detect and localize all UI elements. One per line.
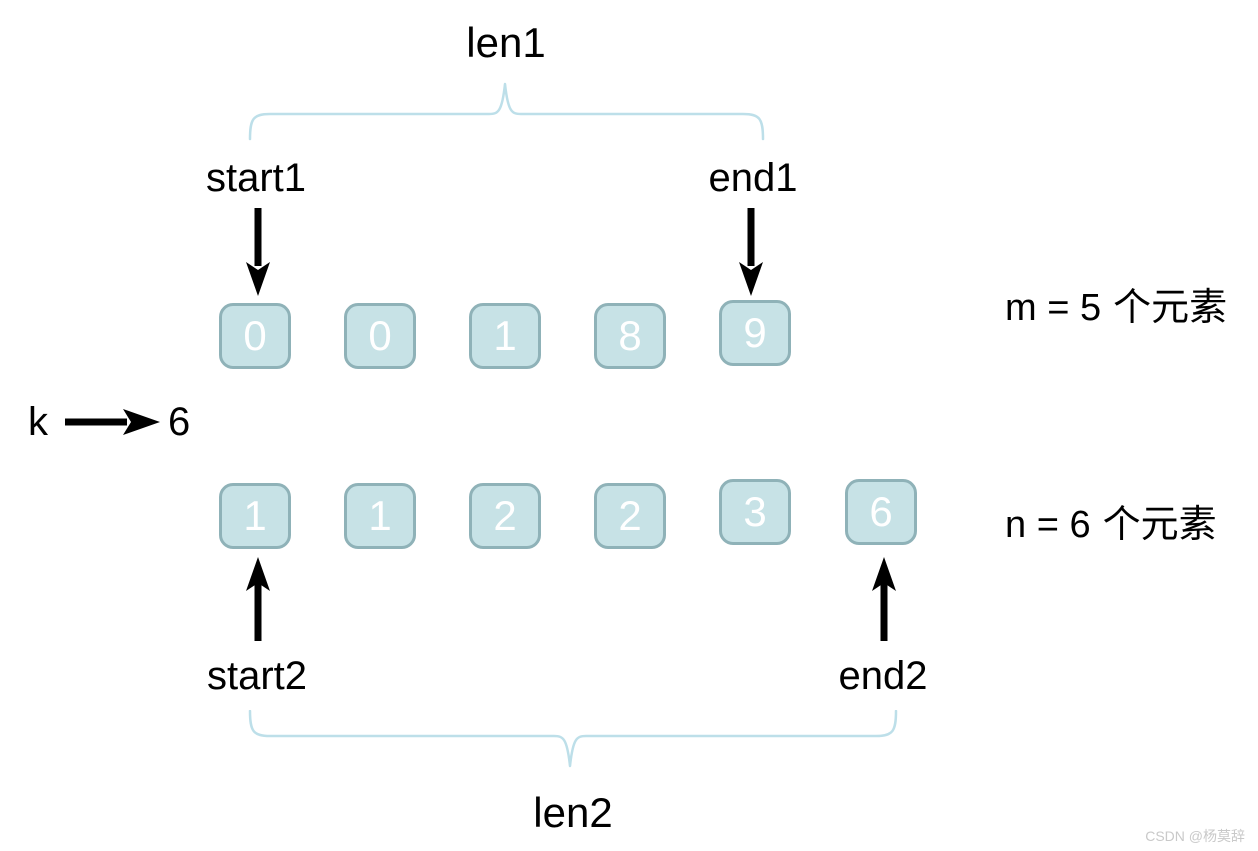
len1-label: len1 xyxy=(466,19,546,66)
array2-cell: 2 xyxy=(469,483,541,549)
array1-cell: 1 xyxy=(469,303,541,369)
start1-down-arrow-icon xyxy=(246,208,270,296)
k-right-arrow-icon xyxy=(65,409,160,435)
end1-label: end1 xyxy=(708,156,798,200)
array1-cell: 0 xyxy=(344,303,416,369)
len2-brace-icon xyxy=(248,710,898,768)
array1-cell: 0 xyxy=(219,303,291,369)
k-label: k xyxy=(28,400,48,444)
len2-label: len2 xyxy=(533,789,613,836)
csdn-watermark: CSDN @杨莫辞 xyxy=(1145,828,1245,844)
start2-label: start2 xyxy=(206,654,308,698)
array1-count-label: m = 5 个元素 xyxy=(1005,287,1228,330)
array2-cell: 2 xyxy=(594,483,666,549)
array2-cell: 1 xyxy=(219,483,291,549)
k-value: 6 xyxy=(168,400,191,444)
start1-label: start1 xyxy=(205,156,307,200)
len1-brace-icon xyxy=(248,82,765,141)
array2-count-prefix: n = 6 xyxy=(1005,504,1091,546)
array2-cell: 6 xyxy=(845,479,917,545)
array1-count-suffix: 个元素 xyxy=(1113,287,1228,329)
start2-up-arrow-icon xyxy=(246,557,270,641)
array1-cell: 9 xyxy=(719,300,791,366)
array1-cell: 8 xyxy=(594,303,666,369)
array2-count-suffix: 个元素 xyxy=(1102,504,1217,546)
array2-count-label: n = 6 个元素 xyxy=(1005,504,1217,547)
array1-count-prefix: m = 5 xyxy=(1005,287,1102,329)
end2-up-arrow-icon xyxy=(872,557,896,641)
end1-down-arrow-icon xyxy=(739,208,763,296)
array2-cell: 1 xyxy=(344,483,416,549)
array2-cell: 3 xyxy=(719,479,791,545)
end2-label: end2 xyxy=(838,654,928,698)
